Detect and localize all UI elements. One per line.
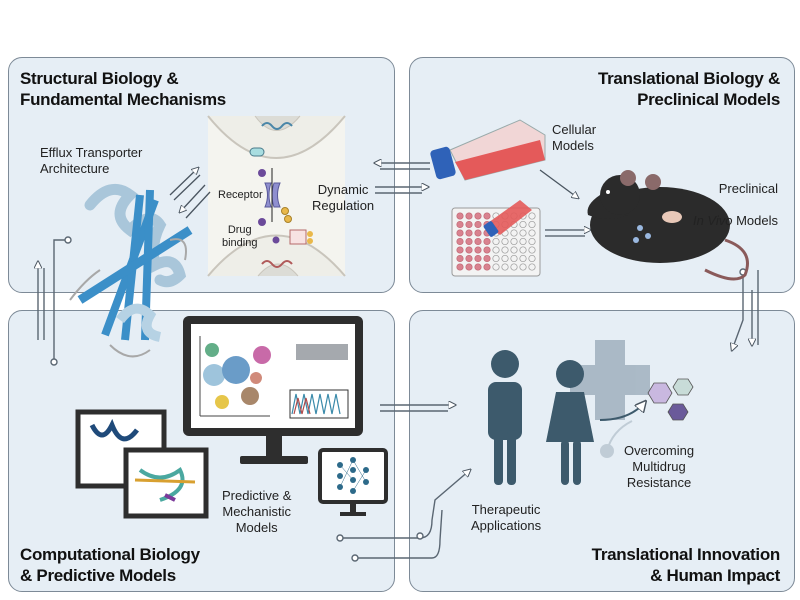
label-in-vivo: In Vivo (692, 213, 733, 228)
label-preclinical-line1: Preclinical (718, 181, 778, 196)
label-overcoming-resistance: Overcoming Multidrug Resistance (624, 443, 695, 490)
label-drug-binding: Drug binding (222, 224, 258, 249)
label-receptor: Receptor (218, 189, 263, 201)
panel-title-translational: Translational Biology & Preclinical Mode… (597, 69, 780, 109)
label-predictive-models: Predictive & Mechanistic Models (222, 488, 292, 535)
label-models: Models (732, 213, 778, 228)
label-efflux-transporter: Efflux Transporter Architecture (40, 145, 143, 176)
panel-title-computational: Computational Biology & Predictive Model… (20, 545, 200, 585)
panel-title-structural: Structural Biology & Fundamental Mechani… (20, 69, 226, 109)
panel-title-innovation: Translational Innovation & Human Impact (591, 545, 781, 585)
label-dynamic-regulation: Dynamic Regulation (312, 182, 375, 213)
label-preclinical-models: Preclinical In Vivo Models (693, 165, 778, 229)
label-cellular-models: Cellular Models (552, 122, 597, 153)
label-therapeutic-applications: Therapeutic Applications (471, 502, 542, 533)
